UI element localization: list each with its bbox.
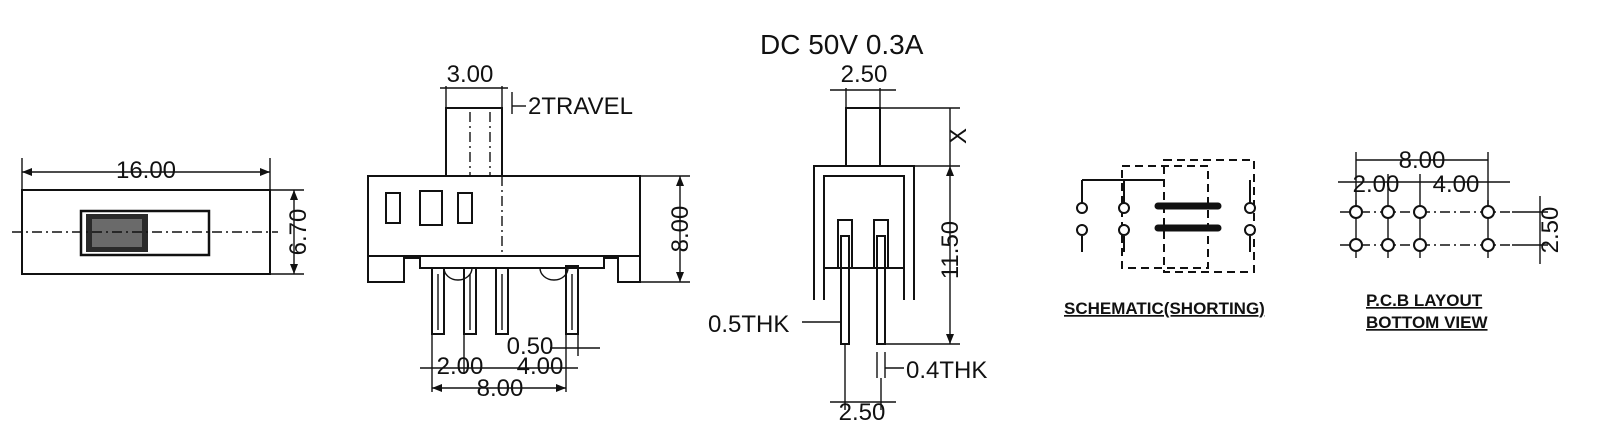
pin <box>495 267 509 335</box>
pcb-caption-line2: BOTTOM VIEW <box>1366 313 1488 332</box>
terminal <box>1076 224 1088 236</box>
body-window <box>419 190 443 226</box>
pcb-hole <box>1481 238 1495 252</box>
travel-label: 2TRAVEL <box>528 93 633 120</box>
schematic-caption: SCHEMATIC(SHORTING) <box>1064 299 1265 318</box>
pcb-hole <box>1413 205 1427 219</box>
pcb-layout: 8.00 2.00 4.00 2.50 P.C.B LAYOUT BOTTOM … <box>1338 147 1564 332</box>
frame-cutout <box>539 267 569 281</box>
actuator <box>445 107 503 177</box>
total-pitch-label: 8.00 <box>477 375 524 402</box>
arrow-head <box>22 168 32 176</box>
terminal <box>1118 224 1130 236</box>
pcb-hole <box>1481 205 1495 219</box>
slot-outline <box>79 209 211 257</box>
pcb-total-label: 8.00 <box>1399 147 1446 174</box>
knob-ridges <box>92 219 142 247</box>
front-body <box>367 175 641 257</box>
pcb-row-spacing-label: 2.50 <box>1537 207 1564 254</box>
terminal <box>1244 202 1256 214</box>
actuator-width-label: 3.00 <box>447 61 494 88</box>
arrow-head <box>432 384 442 392</box>
arrow-head <box>290 190 298 200</box>
pcb-hole <box>1349 238 1363 252</box>
pin-spacing-label: 2.50 <box>839 399 886 426</box>
arrow-head <box>556 384 566 392</box>
pcb-hole <box>1349 205 1363 219</box>
rating-label: DC 50V 0.3A <box>760 29 924 60</box>
side-pin <box>840 235 850 345</box>
side-view: DC 50V 0.3A 2.50 X 11.50 0.5THK 0.4THK <box>708 29 987 426</box>
body-window <box>385 192 401 224</box>
frame-cutout <box>443 267 473 281</box>
side-height-label: 11.50 <box>937 221 964 279</box>
frame-outer <box>813 165 915 300</box>
arrow-head <box>946 334 954 344</box>
body-window <box>457 192 473 224</box>
pcb-hole <box>1413 238 1427 252</box>
pcb-hole <box>1381 205 1395 219</box>
side-actuator-label: 2.50 <box>841 61 888 88</box>
side-pin <box>876 235 886 345</box>
top-width-label: 16.00 <box>116 157 176 184</box>
pin <box>463 267 477 335</box>
terminal <box>1244 224 1256 236</box>
contact <box>837 219 853 269</box>
arrow-head <box>290 264 298 274</box>
top-height-label: 6.70 <box>285 209 312 256</box>
arrow-head <box>676 272 684 282</box>
pitch-a-label: 2.00 <box>437 353 484 380</box>
side-actuator <box>845 107 881 167</box>
pcb-caption-line1: P.C.B LAYOUT <box>1366 291 1483 310</box>
terminal <box>1118 202 1130 214</box>
top-view: 16.00 6.70 <box>12 157 312 275</box>
x-label: X <box>945 128 972 144</box>
front-height-label: 8.00 <box>667 206 694 253</box>
arrow-head <box>946 166 954 176</box>
frame-bottom <box>367 256 641 283</box>
front-view: 3.00 2TRAVEL 8.00 <box>367 61 694 402</box>
pin <box>431 267 445 335</box>
schematic: SCHEMATIC(SHORTING) <box>1064 159 1265 318</box>
pin-width-label: 0.50 <box>507 333 554 360</box>
pcb-pitch-a-label: 2.00 <box>1353 171 1400 198</box>
arrow-head <box>260 168 270 176</box>
pcb-pitch-b-label: 4.00 <box>1433 171 1480 198</box>
frame-thk-label: 0.5THK <box>708 311 789 338</box>
frame-inner <box>823 175 905 300</box>
terminal <box>1076 202 1088 214</box>
pin <box>565 265 579 335</box>
pcb-hole <box>1381 238 1395 252</box>
schematic-box-right <box>1163 159 1255 273</box>
pin-thk-label: 0.4THK <box>906 357 987 384</box>
arrow-head <box>676 176 684 186</box>
contact <box>873 219 889 269</box>
pitch-b-label: 4.00 <box>517 353 564 380</box>
